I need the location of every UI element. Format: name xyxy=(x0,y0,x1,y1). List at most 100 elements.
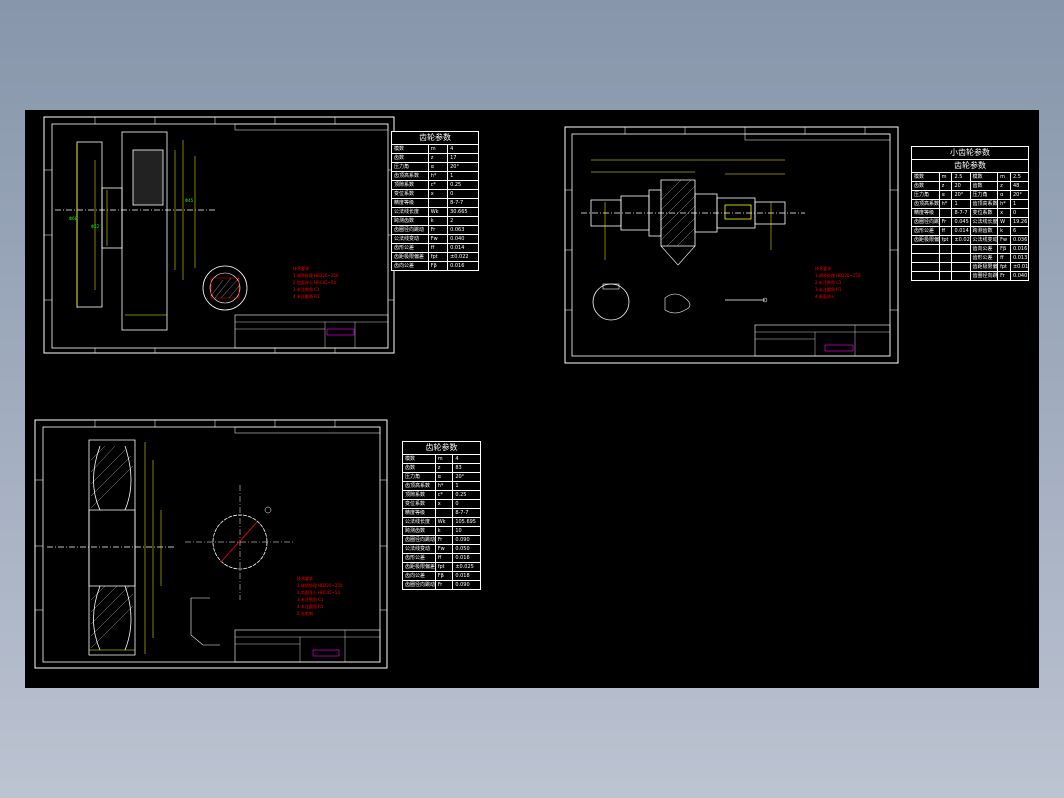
table-cell: 齿向公差 xyxy=(392,262,429,270)
cad-drawing-canvas[interactable]: 技术要求 1.调质处理 HB220~250 2.齿面淬火 HRC45~50 3.… xyxy=(25,110,1039,688)
table-cell: 压力角 xyxy=(912,191,940,199)
drawing-sheet-3[interactable]: 技术要求 1.调质处理 HB220~250 2.齿面淬火 HRC45~50 3.… xyxy=(34,419,388,669)
table-cell: 顶隙系数 xyxy=(392,181,429,189)
sheet-3-hub-view xyxy=(185,485,295,600)
table-cell: 20° xyxy=(455,474,465,480)
sheet-2-title-block[interactable] xyxy=(754,324,891,357)
table-cell: 精度等级 xyxy=(912,209,940,217)
table-cell: α xyxy=(940,191,953,199)
table-cell: 4 xyxy=(450,146,454,152)
table-cell xyxy=(940,272,953,280)
table-cell: Fr xyxy=(998,272,1011,280)
table-cell xyxy=(952,254,971,262)
table-cell: m xyxy=(436,455,454,463)
table-title: 齿轮参数 xyxy=(912,160,1028,173)
table-cell: 83 xyxy=(455,465,462,471)
table-cell: 30.665 xyxy=(450,209,468,215)
table-cell: 压力角 xyxy=(971,191,999,199)
svg-text:3.未注倒角 C1: 3.未注倒角 C1 xyxy=(297,596,324,602)
svg-text:2.齿面淬火 HRC45~50: 2.齿面淬火 HRC45~50 xyxy=(297,589,340,595)
table-cell xyxy=(436,509,454,517)
table-cell: Fw xyxy=(436,545,454,553)
drawing-sheet-1[interactable]: 技术要求 1.调质处理 HB220~250 2.齿面淬火 HRC45~50 3.… xyxy=(43,116,395,354)
table-cell: 齿距极限偏差 xyxy=(914,236,940,244)
table-cell: h* xyxy=(429,172,449,180)
table-cell: 10 xyxy=(455,528,462,534)
table-cell: 48 xyxy=(1012,183,1020,189)
svg-text:Φ68: Φ68 xyxy=(69,216,78,221)
table-cell: 0.063 xyxy=(450,227,465,233)
table-cell: Wk xyxy=(436,518,454,526)
sheet-2-dimension-lines xyxy=(591,159,785,260)
table-cell: Fr xyxy=(940,218,953,226)
table-cell: 17 xyxy=(450,155,457,161)
cad-model-space[interactable]: 技术要求 1.调质处理 HB220~250 2.齿面淬火 HRC45~50 3.… xyxy=(25,110,1039,688)
table-cell: fpt xyxy=(998,263,1011,271)
table-cell: 齿顶高系数 xyxy=(403,482,436,490)
sheet-2-top-strip xyxy=(744,133,891,141)
table-cell: 变位系数 xyxy=(971,209,999,217)
sheet-2-tech-notes: 技术要求 1.调质处理 HB220~250 2.未注倒角 C1 3.未注圆角 R… xyxy=(815,265,861,299)
sheet-3-outer-frame xyxy=(34,419,388,669)
svg-text:技术要求: 技术要求 xyxy=(297,575,313,581)
table-cell: 105.695 xyxy=(455,519,476,525)
table-cell: 齿向公差 xyxy=(403,572,436,580)
table-cell: z xyxy=(429,154,449,162)
table-cell: k xyxy=(998,227,1011,235)
table-cell: Fr xyxy=(429,226,449,234)
table-cell: 齿形公差 xyxy=(971,254,999,262)
table-cell: 齿顶高系数 xyxy=(914,200,940,208)
table-cell: 公法线长度 xyxy=(392,208,429,216)
table-cell: 压力角 xyxy=(403,473,436,481)
table-cell: Fr xyxy=(436,536,454,544)
table-cell: Wk xyxy=(429,208,449,216)
table-cell: 齿数 xyxy=(912,182,940,190)
table-cell: 压力角 xyxy=(392,163,429,171)
sheet-2-inner-frame xyxy=(571,133,891,357)
table-cell: ff xyxy=(998,254,1011,262)
table-cell: 0.013 xyxy=(1012,255,1028,261)
table-cell: 精度等级 xyxy=(392,199,429,207)
table-cell: 20 xyxy=(952,182,971,190)
table-cell: Fβ xyxy=(998,245,1011,253)
svg-text:2.齿面淬火 HRC45~50: 2.齿面淬火 HRC45~50 xyxy=(293,279,336,285)
table-cell: 公法线变动 xyxy=(403,545,436,553)
table-cell xyxy=(940,254,953,262)
svg-text:技术要求: 技术要求 xyxy=(815,265,831,271)
sheet-1-title-block[interactable] xyxy=(234,314,389,349)
sheet-3-tech-notes: 技术要求 1.调质处理 HB220~250 2.齿面淬火 HRC45~50 3.… xyxy=(297,575,343,616)
table-cell: 0.014 xyxy=(450,245,465,251)
table-cell: 齿圈径向跳动 xyxy=(405,581,436,589)
table-cell: α xyxy=(998,191,1011,199)
sheet-1-tech-notes: 技术要求 1.调质处理 HB220~250 2.齿面淬火 HRC45~50 3.… xyxy=(293,265,339,299)
svg-text:技术要求: 技术要求 xyxy=(293,265,309,271)
table-cell: ff xyxy=(429,244,449,252)
table-cell: α xyxy=(429,163,449,171)
sheet-1-section-view xyxy=(202,265,248,311)
svg-text:4.表面淬火: 4.表面淬火 xyxy=(815,293,835,299)
drawing-sheet-2[interactable]: 技术要求 1.调质处理 HB220~250 2.未注倒角 C1 3.未注圆角 R… xyxy=(564,126,899,364)
table-cell: ±0.020 xyxy=(954,236,971,244)
table-cell: 6 xyxy=(1012,228,1017,234)
table-cell: 20° xyxy=(952,191,971,199)
svg-text:2.未注倒角 C1: 2.未注倒角 C1 xyxy=(815,279,842,285)
sheet-3-title-block[interactable] xyxy=(234,629,381,663)
table-cell: 齿数 xyxy=(403,464,436,472)
table-cell: m xyxy=(998,173,1011,181)
table-cell: 模数 xyxy=(971,173,999,181)
table-cell: 模数 xyxy=(392,145,429,153)
sheet-2-outer-frame xyxy=(564,126,899,364)
